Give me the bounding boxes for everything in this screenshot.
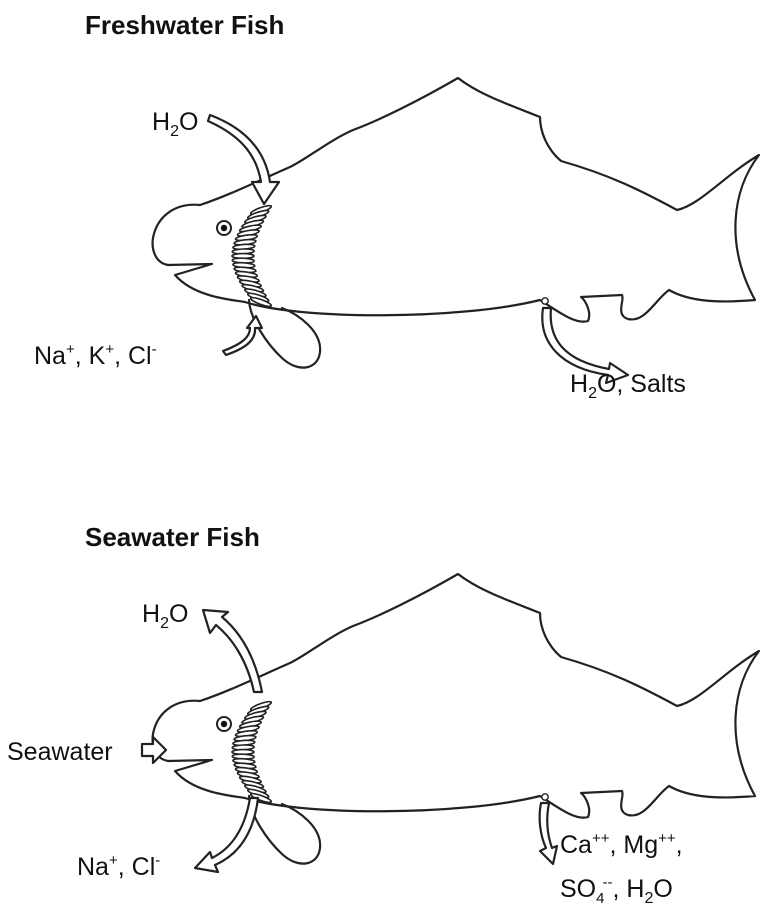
seawater-gills [232, 700, 272, 804]
seawater-title: Seawater Fish [85, 522, 260, 552]
freshwater-water-in-label: H2O [152, 108, 198, 140]
freshwater-title: Freshwater Fish [85, 10, 284, 40]
freshwater-fish-eye [217, 221, 231, 235]
seawater-intake-label: Seawater [7, 738, 113, 766]
seawater-excretion-label-line1: Ca++, Mg++, [560, 830, 683, 859]
freshwater-urine-out-label: H2O, Salts [570, 370, 686, 402]
freshwater-ions-in-arrow [223, 316, 262, 355]
freshwater-ions-in-label: Na+, K+, Cl- [34, 341, 157, 370]
seawater-excretion-arrow [540, 803, 557, 864]
seawater-excretion-label-line2: SO4--, H2O [560, 874, 673, 907]
freshwater-fish [153, 78, 759, 368]
freshwater-water-in-arrow [208, 115, 279, 204]
freshwater-gills [232, 204, 272, 308]
seawater-fish-eye [217, 717, 231, 731]
seawater-water-out-label: H2O [142, 600, 188, 632]
seawater-water-out-arrow [203, 610, 262, 692]
seawater-ions-out-arrow [195, 798, 258, 872]
seawater-ions-out-label: Na+, Cl- [77, 852, 160, 881]
